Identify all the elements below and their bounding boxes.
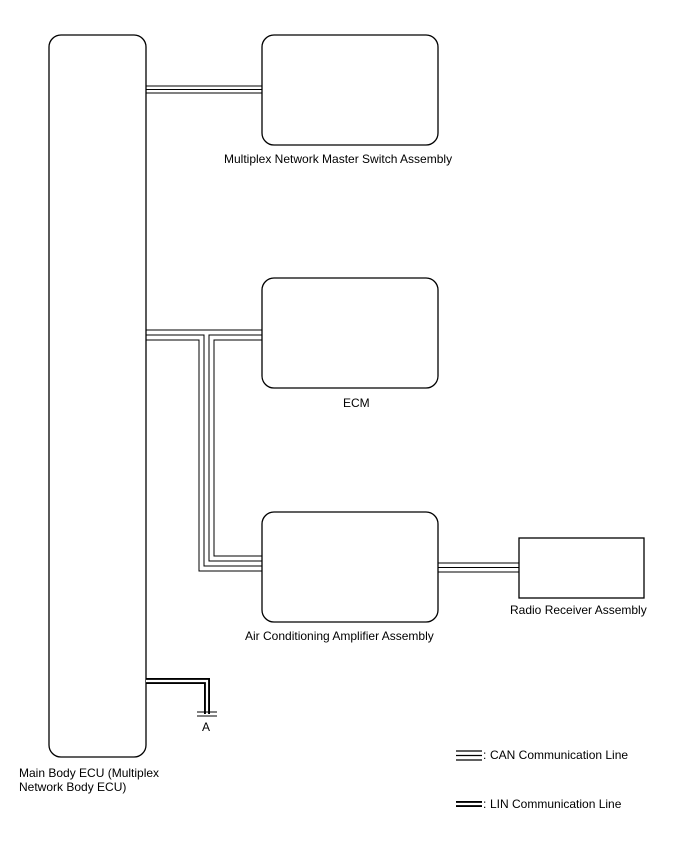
main-body-ecu-label-line1: Main Body ECU (Multiplex xyxy=(19,766,160,780)
legend-lin-colon: : xyxy=(483,797,487,811)
can-line-radio xyxy=(438,562,519,573)
connector-a-break-mark xyxy=(197,711,217,717)
radio-receiver-label: Radio Receiver Assembly xyxy=(510,603,647,617)
can-line-master-switch xyxy=(146,85,262,94)
ac-amplifier-label: Air Conditioning Amplifier Assembly xyxy=(245,629,434,643)
legend-can-symbol xyxy=(456,750,482,761)
legend-can-colon: : xyxy=(483,748,487,762)
connector-a-label: A xyxy=(202,720,211,734)
ecm-box xyxy=(261,277,439,389)
radio-receiver-box xyxy=(518,537,645,599)
ecm-label: ECM xyxy=(343,396,370,410)
master-switch-box xyxy=(261,34,439,146)
can-line-ecm-ac xyxy=(146,329,262,572)
master-switch-label: Multiplex Network Master Switch Assembly xyxy=(224,152,453,166)
ac-amplifier-box xyxy=(261,511,439,623)
main-body-ecu-box xyxy=(48,34,147,758)
lin-line-connector-a xyxy=(146,678,210,714)
main-body-ecu-label-line2: Network Body ECU) xyxy=(19,780,127,794)
legend-can-label: CAN Communication Line xyxy=(490,748,629,762)
legend-lin-label: LIN Communication Line xyxy=(490,797,622,811)
